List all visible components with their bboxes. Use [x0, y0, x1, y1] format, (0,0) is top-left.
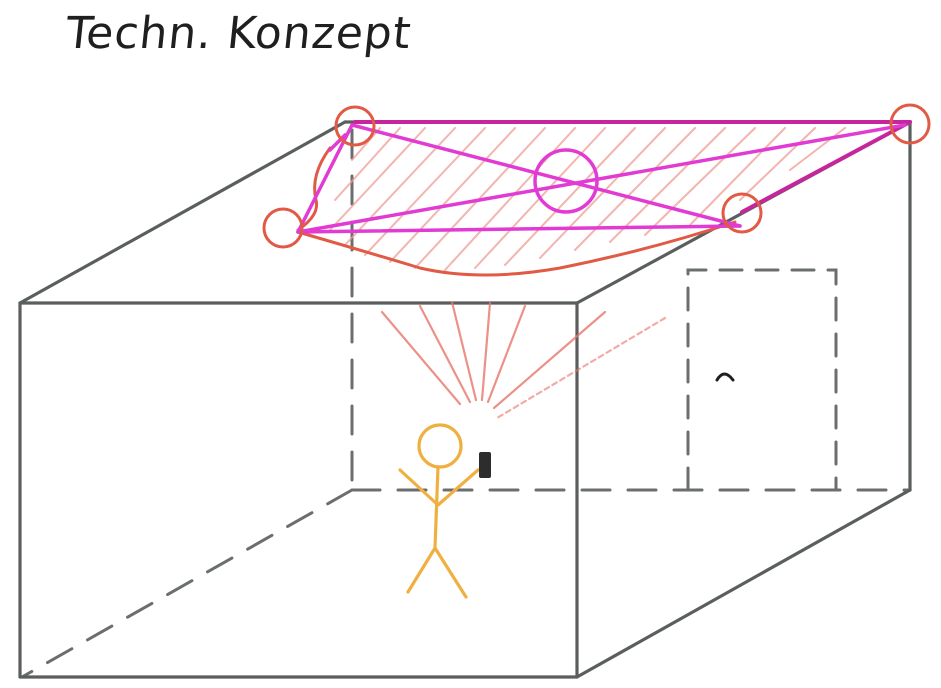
door: [686, 268, 838, 492]
hidden-edges: [20, 128, 910, 679]
mesh-link-left: [296, 123, 354, 234]
mesh-link-left-2: [328, 133, 347, 152]
top-left-edge: [18, 120, 347, 305]
center-hub-node: [533, 148, 599, 214]
node-back-left: [334, 105, 376, 147]
signal-rays: [380, 300, 667, 420]
mesh-connections: [296, 120, 912, 234]
door-handle: [715, 372, 735, 382]
hidden-floor-left-edge: [20, 488, 354, 679]
bottom-right-edge: [575, 488, 912, 679]
ceiling-nodes: [262, 103, 931, 249]
node-front-left: [262, 207, 304, 249]
mesh-link-diag-2: [296, 123, 907, 234]
person-arms: [398, 468, 480, 507]
node-back-right: [889, 103, 931, 145]
person-legs: [406, 546, 468, 599]
person-figure: [398, 423, 480, 599]
person-body: [433, 465, 440, 550]
front-face: [18, 301, 579, 679]
person-head: [417, 423, 463, 469]
phone-icon: [479, 452, 491, 478]
mesh-link-front: [296, 224, 742, 234]
mesh-link-right: [740, 120, 912, 214]
door-outline: [686, 268, 838, 492]
node-front-right: [721, 192, 763, 234]
coverage-boundary: [296, 220, 737, 277]
mesh-link-diag-1: [350, 123, 742, 228]
coverage-boundary-left: [296, 146, 332, 232]
